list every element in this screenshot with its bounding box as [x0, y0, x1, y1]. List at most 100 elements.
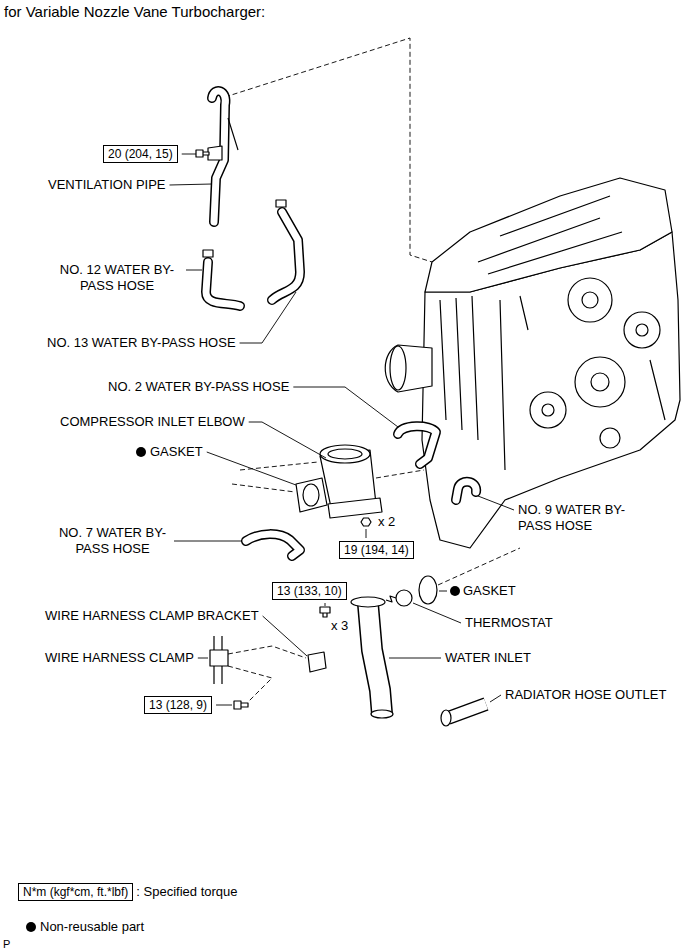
- crank-pulley: [600, 428, 620, 448]
- inlet-flange: [351, 597, 385, 607]
- torque-box: 13 (128, 9): [144, 696, 212, 714]
- leader-line: [240, 292, 296, 343]
- gasket: [296, 478, 327, 512]
- hose: [272, 212, 300, 300]
- clamp-bracket: [308, 652, 326, 672]
- block-rib: [500, 296, 665, 470]
- thermostat: [396, 590, 412, 606]
- assembly-line: [228, 666, 272, 702]
- legend-item: : Specified torque: [136, 884, 237, 900]
- part-name: VENTILATION PIPE: [48, 177, 166, 193]
- torque-box: 13 (133, 10): [272, 582, 347, 600]
- torque-value: 20 (204, 15): [108, 147, 173, 161]
- engine-head: [425, 178, 672, 292]
- figure-title: for Variable Nozzle Vane Turbocharger:: [4, 3, 265, 21]
- assembly-line: [232, 484, 295, 492]
- leader-line: [263, 616, 307, 656]
- pulley-hub: [636, 324, 648, 336]
- bolt: [234, 701, 248, 709]
- radiator-hose: [448, 704, 486, 718]
- part-name: RADIATOR HOSE OUTLET: [505, 687, 666, 703]
- pulley: [530, 392, 566, 428]
- quantity-mark: x 3: [331, 618, 348, 634]
- leader-line: [249, 422, 326, 458]
- pulley-hub: [582, 292, 598, 308]
- gasket-ring: [419, 576, 437, 604]
- turbo-outlet-end: [390, 346, 406, 390]
- part-name: NO. 7 WATER BY-PASS HOSE: [55, 525, 170, 557]
- part-name: NO. 2 WATER BY-PASS HOSE: [108, 379, 289, 395]
- part-name: NO. 13 WATER BY-PASS HOSE: [47, 335, 236, 351]
- hose: [206, 262, 240, 306]
- legend-text: Non-reusable part: [40, 919, 144, 934]
- nut: [361, 518, 371, 526]
- leader-line: [216, 705, 232, 706]
- elbow-opening: [328, 449, 362, 459]
- leader-line: [293, 387, 398, 427]
- part-name: GASKET: [150, 444, 203, 460]
- water-inlet: [368, 604, 382, 714]
- leader-line: [389, 658, 441, 659]
- hose: [246, 534, 300, 556]
- hose: [206, 262, 240, 306]
- hose: [398, 426, 436, 464]
- pulley: [624, 312, 660, 348]
- elbow-flange: [328, 498, 382, 518]
- part-name: THERMOSTAT: [465, 615, 553, 631]
- radiator-hose: [448, 704, 486, 718]
- assembly-line: [225, 38, 432, 262]
- bolt: [320, 607, 330, 617]
- torque-value: N*m (kgf*cm, ft.*lbf): [23, 885, 128, 899]
- quantity-mark: x 2: [378, 514, 395, 530]
- torque-box: 20 (204, 15): [103, 145, 178, 163]
- part-name: NO. 9 WATER BY-PASS HOSE: [518, 502, 643, 534]
- hose-clip: [276, 200, 286, 207]
- hose: [246, 534, 300, 556]
- part-name: GASKET: [463, 583, 516, 599]
- part-name: NO. 12 WATER BY-PASS HOSE: [52, 262, 182, 294]
- leader-line: [182, 154, 196, 155]
- pulley-hub: [542, 404, 554, 416]
- assembly-line: [438, 548, 520, 585]
- hose-clamp: [441, 710, 451, 726]
- manifold: [440, 296, 478, 440]
- non-reusable-mark: [450, 586, 460, 596]
- pulley: [575, 357, 625, 407]
- hose-clip: [203, 250, 213, 257]
- leader-line: [413, 603, 461, 623]
- wire-harness-clamp: [210, 650, 228, 666]
- pipe-branch: [228, 118, 238, 150]
- part-name: WIRE HARNESS CLAMP: [45, 650, 194, 666]
- hose: [272, 212, 300, 300]
- thermostat-spring: [386, 596, 396, 602]
- leader-line: [207, 452, 296, 485]
- turbo-outlet: [385, 345, 432, 392]
- part-name: COMPRESSOR INLET ELBOW: [60, 414, 245, 430]
- water-inlet: [368, 604, 382, 714]
- part-name: WATER INLET: [445, 650, 531, 666]
- pipe-bracket: [208, 146, 222, 160]
- leader-line: [478, 496, 514, 510]
- torque-value: 19 (194, 14): [344, 543, 409, 557]
- leader-line: [439, 591, 447, 592]
- torque-value: 13 (128, 9): [149, 698, 207, 712]
- part-name: WIRE HARNESS CLAMP BRACKET: [45, 608, 259, 624]
- torque-box: 19 (194, 14): [339, 541, 414, 559]
- gasket-hole: [303, 484, 319, 506]
- figure-code: P: [3, 936, 10, 952]
- legend-text: : Specified torque: [136, 884, 237, 899]
- hose: [398, 426, 436, 464]
- non-reusable-mark: [136, 447, 146, 457]
- legend-torque-box: N*m (kgf*cm, ft.*lbf): [18, 883, 133, 901]
- torque-value: 13 (133, 10): [277, 584, 342, 598]
- leader-line: [174, 541, 242, 542]
- hose: [456, 482, 476, 500]
- leader-line: [366, 529, 367, 538]
- leader-line: [490, 695, 501, 702]
- head-rib: [478, 196, 622, 274]
- pulley-hub: [591, 373, 609, 391]
- leader-line: [325, 603, 326, 606]
- hose: [456, 482, 476, 500]
- pulley: [568, 278, 612, 322]
